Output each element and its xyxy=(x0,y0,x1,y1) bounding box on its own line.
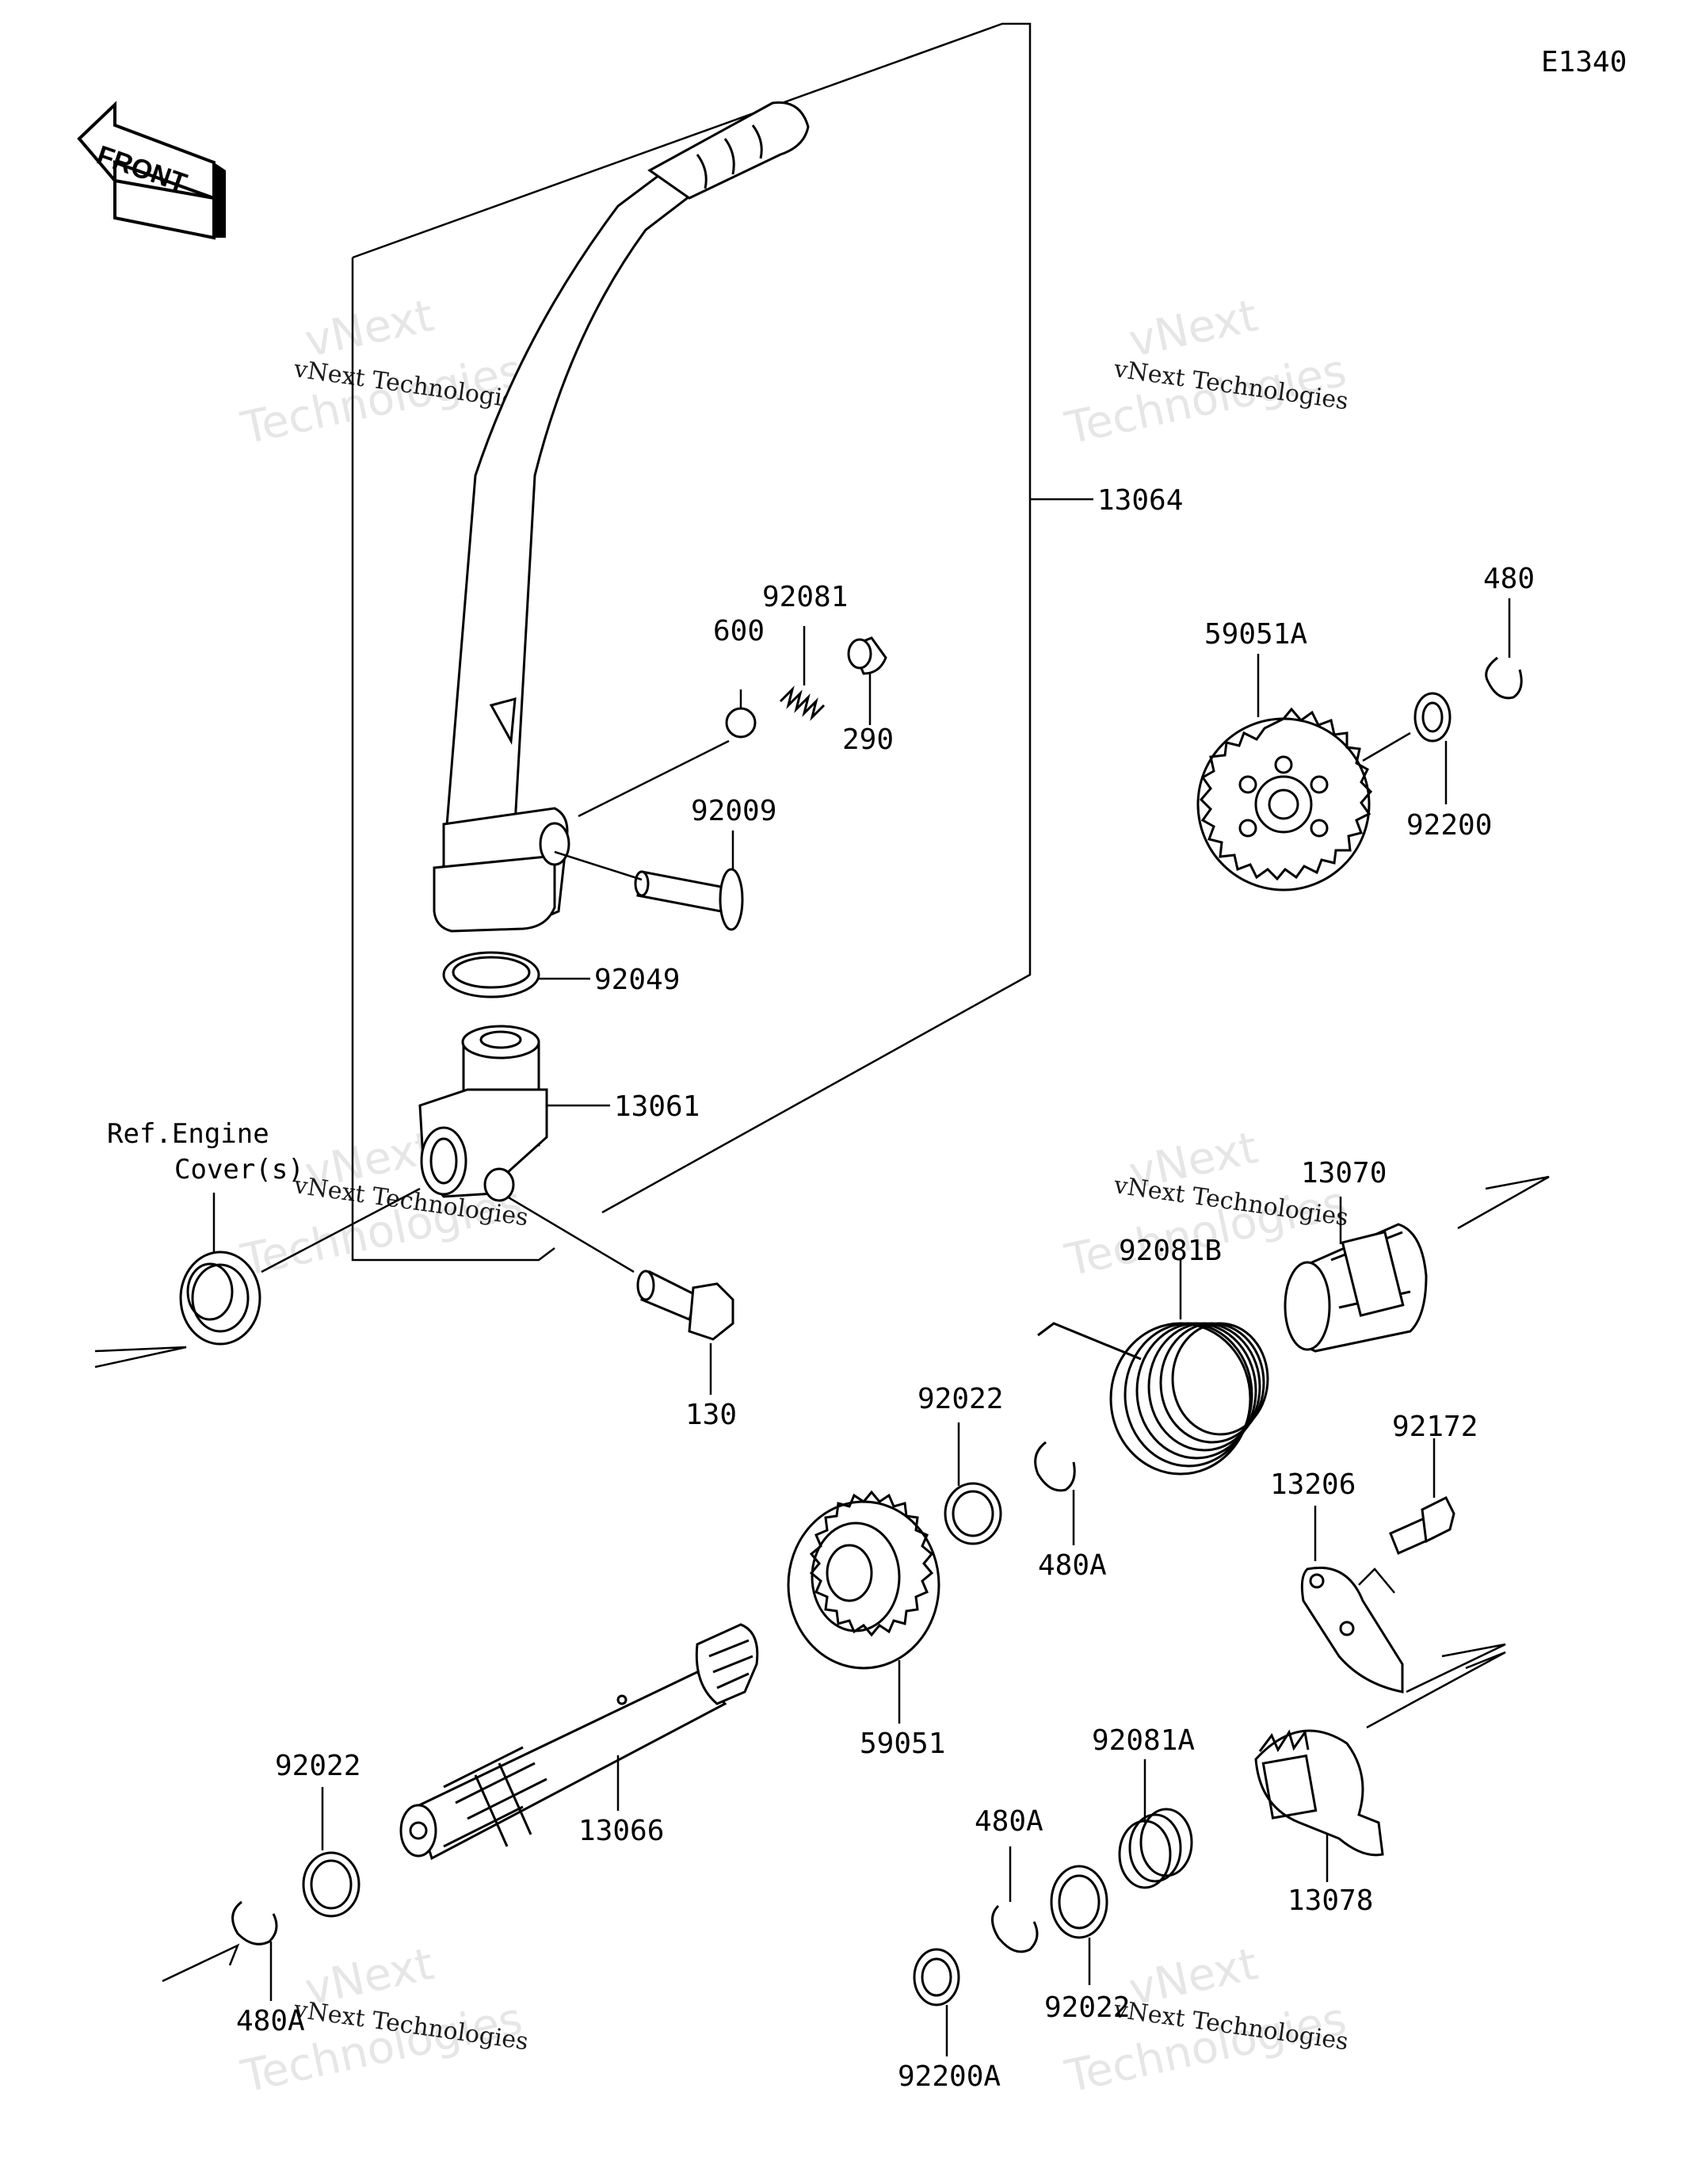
part-label-600: 600 xyxy=(713,615,765,647)
part-label-92200A: 92200A xyxy=(898,2060,1001,2093)
circlip-480A-low-icon xyxy=(991,1904,1039,1953)
shaft-13066-icon xyxy=(399,1623,759,1861)
spring-92081A-icon xyxy=(1118,1808,1193,1889)
bolt-92172-icon xyxy=(1389,1495,1455,1556)
plate-13206-icon xyxy=(1300,1566,1404,1693)
washer-92200A-icon xyxy=(913,1948,960,2006)
part-label-13206: 13206 xyxy=(1270,1468,1356,1501)
part-label-480A-low: 480A xyxy=(975,1805,1043,1838)
front-arrow-icon: FRONT xyxy=(77,101,226,240)
watermark-big-top: vNext xyxy=(1124,290,1262,368)
gear-59051A-icon xyxy=(1196,707,1373,892)
oil-seal-icon xyxy=(179,1250,261,1346)
part-label-13078: 13078 xyxy=(1288,1884,1373,1917)
part-label-130: 130 xyxy=(685,1399,737,1431)
reference-note-line2: Cover(s) xyxy=(174,1154,304,1186)
part-label-92022-low: 92022 xyxy=(1044,1991,1130,2024)
part-label-92081B: 92081B xyxy=(1119,1235,1222,1267)
circlip-480-icon xyxy=(1485,656,1523,700)
part-label-290: 290 xyxy=(842,724,894,756)
part-label-13066: 13066 xyxy=(578,1815,664,1847)
part-label-480A-left: 480A xyxy=(236,2005,305,2037)
watermark-big-top: vNext xyxy=(300,290,438,368)
part-label-92200: 92200 xyxy=(1406,809,1492,842)
part-label-92022-left: 92022 xyxy=(275,1750,361,1782)
kick-lever-arm xyxy=(433,101,810,933)
boss-13061-icon xyxy=(418,1025,548,1202)
part-label-13070: 13070 xyxy=(1301,1157,1387,1189)
ratchet-13078-icon xyxy=(1254,1729,1384,1857)
gear-59051-icon xyxy=(787,1490,940,1670)
part-label-59051A: 59051A xyxy=(1204,618,1307,651)
spring-92081-icon xyxy=(779,685,826,721)
part-label-92022-top: 92022 xyxy=(917,1383,1003,1415)
part-label-13064: 13064 xyxy=(1097,484,1183,517)
part-label-92172: 92172 xyxy=(1392,1411,1478,1443)
diagram-code: E1340 xyxy=(1541,46,1627,78)
torsion-spring-92081B-icon xyxy=(1037,1322,1269,1476)
part-label-92081: 92081 xyxy=(762,581,848,613)
part-label-59051: 59051 xyxy=(860,1728,945,1760)
circlip-480A-left-icon xyxy=(231,1900,278,1945)
bolt-130-icon xyxy=(636,1270,734,1341)
part-label-480-top: 480 xyxy=(1483,563,1535,595)
seal-92049-icon xyxy=(442,951,540,998)
ball-600-icon xyxy=(725,707,757,739)
pin-290-icon xyxy=(847,636,887,675)
sleeve-13070-icon xyxy=(1284,1223,1428,1353)
part-label-13061: 13061 xyxy=(614,1090,700,1123)
assembly-box-outline xyxy=(352,22,1032,1214)
washer-92200-icon xyxy=(1413,692,1452,743)
part-label-92049: 92049 xyxy=(594,964,680,996)
part-label-92081A: 92081A xyxy=(1092,1724,1195,1757)
circlip-480A-mid-icon xyxy=(1034,1441,1076,1492)
reference-note-line1: Ref.Engine xyxy=(107,1118,269,1150)
assembly-box-outline xyxy=(351,258,555,1262)
part-label-480A-mid: 480A xyxy=(1038,1549,1107,1582)
bolt-92009-icon xyxy=(634,868,744,931)
part-label-92009: 92009 xyxy=(691,795,776,827)
